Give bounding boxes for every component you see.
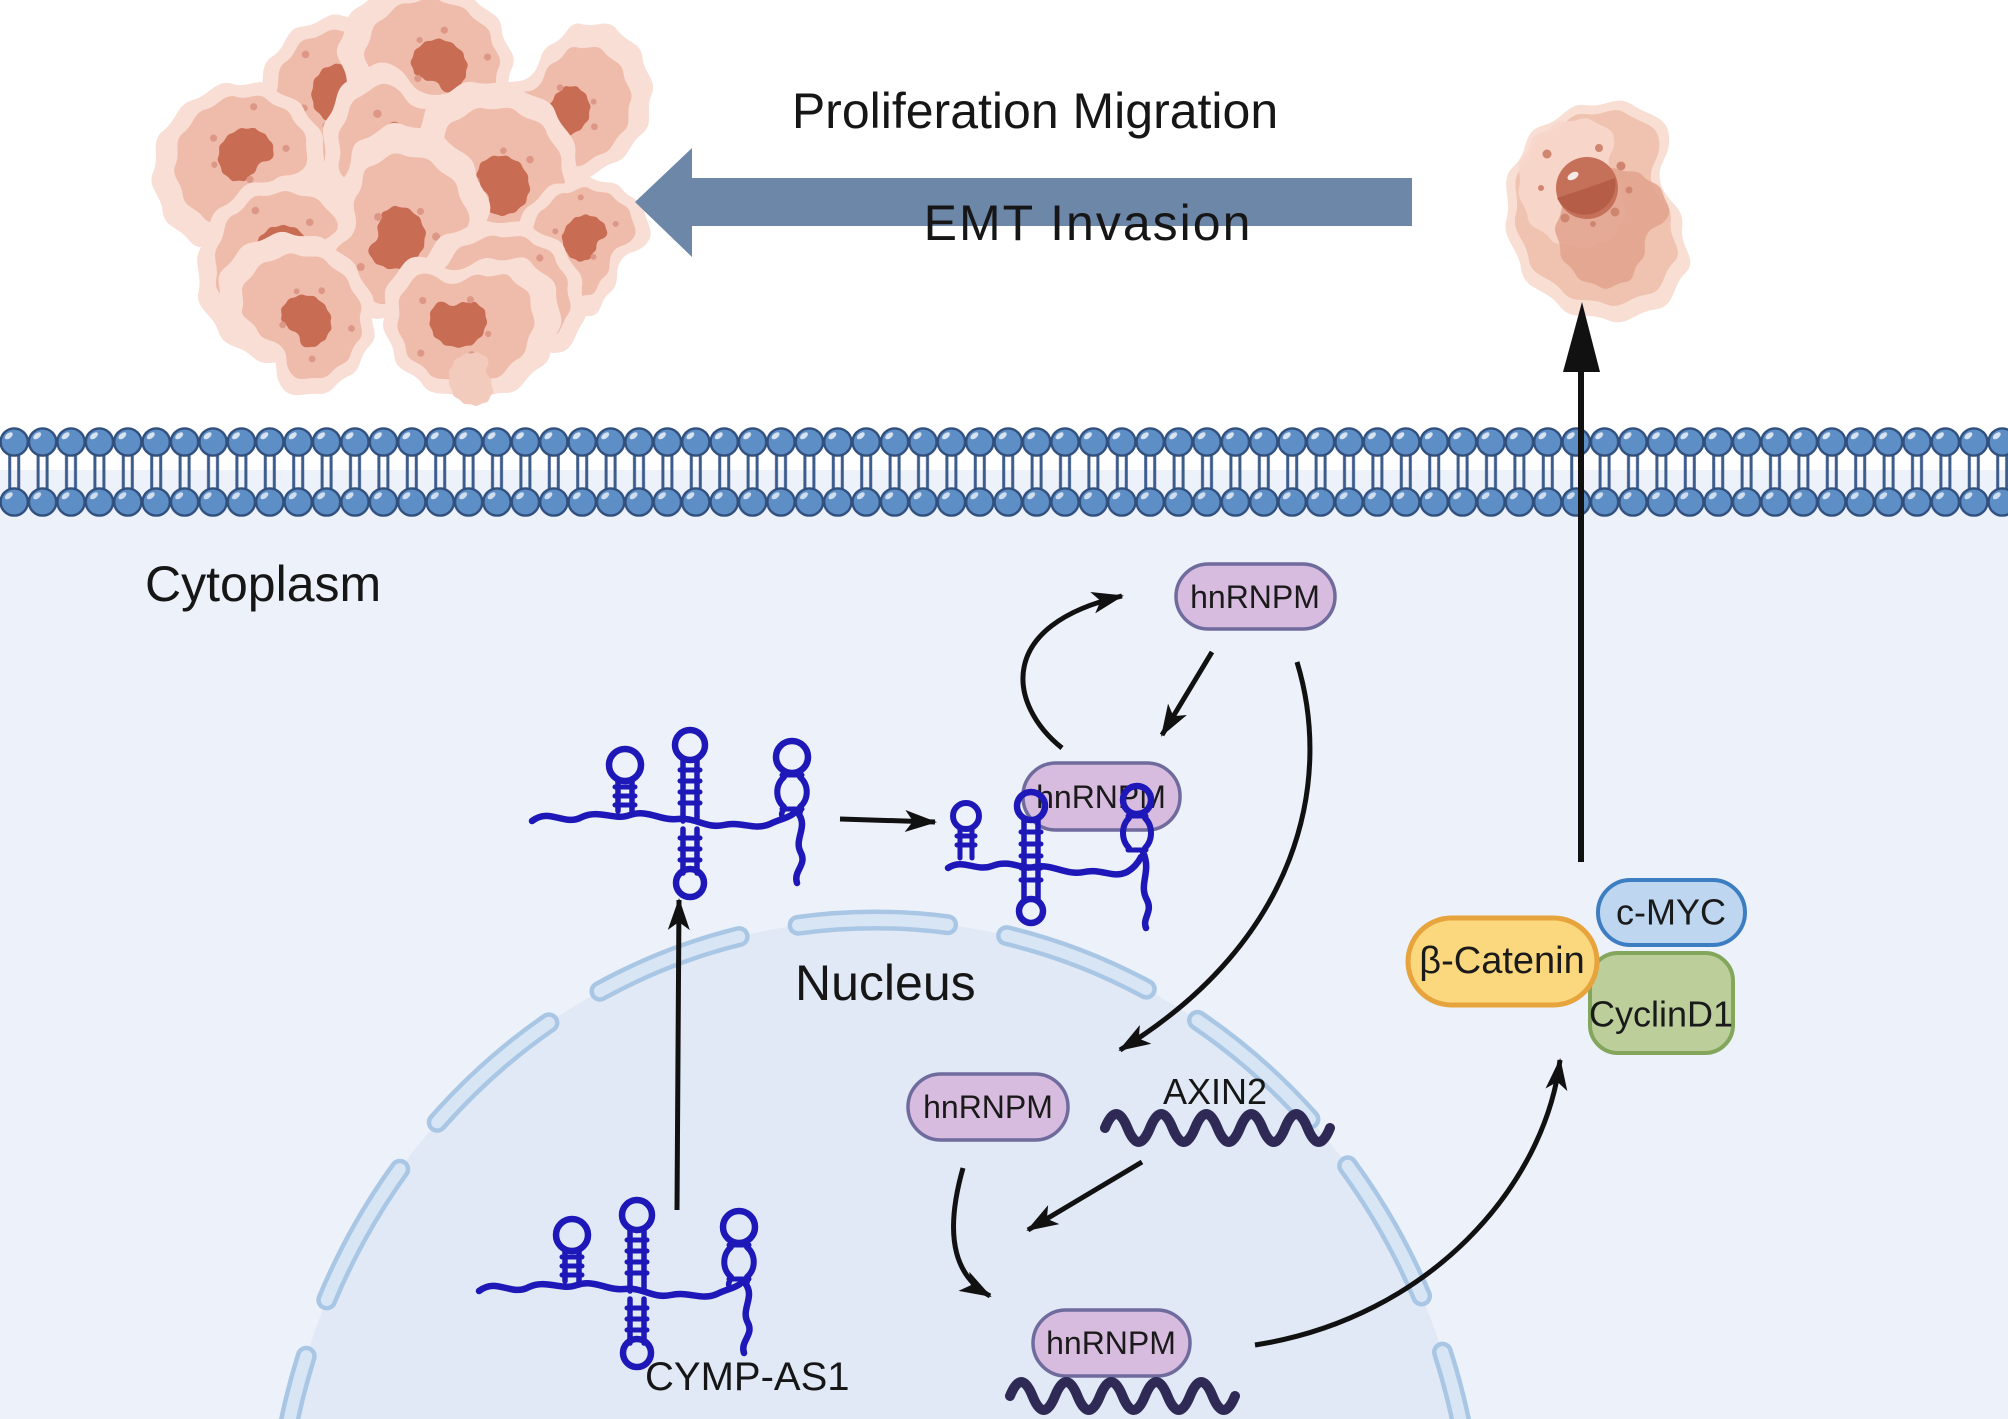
axin2-mrna-wave-bound <box>1005 1377 1240 1415</box>
hnrnpm-label-free: hnRNPM <box>1190 579 1320 615</box>
arrow-lncrna-export <box>667 898 690 1211</box>
hnrnpm-pill-free <box>1174 562 1337 631</box>
nucleus-region <box>279 909 1471 1419</box>
cytoplasm-label: Cytoplasm <box>145 556 381 612</box>
arrow-complex-to-betacatenin <box>1254 1058 1568 1348</box>
hnrnpm-label-nuclear: hnRNPM <box>923 1089 1053 1125</box>
arrow-hnrnpm-to-nucleus <box>1118 661 1313 1053</box>
process-arrow-top-label: Proliferation Migration <box>792 83 1278 139</box>
cancer-cell <box>1505 100 1691 323</box>
arrow-signal-to-membrane <box>1563 302 1600 862</box>
hnrnpm-label-axin2-bound: hnRNPM <box>1046 1325 1176 1361</box>
c-myc-pill <box>1596 878 1747 947</box>
beta-catenin-pill <box>1405 915 1600 1008</box>
axin2-mrna-wave <box>1100 1109 1335 1147</box>
process-arrow-bottom-label: EMT Invasion <box>924 195 1253 251</box>
lncrna-structure-bound <box>944 782 1155 932</box>
nucleus-label: Nucleus <box>795 955 976 1011</box>
beta-catenin-label: β-Catenin <box>1419 940 1585 982</box>
axin2-label: AXIN2 <box>1163 1071 1267 1112</box>
c-myc-label: c-MYC <box>1616 892 1726 933</box>
cyclin-d1-label: CyclinD1 <box>1589 994 1733 1035</box>
hnrnpm-pill-nuclear <box>906 1072 1070 1142</box>
cymp-as1-label: CYMP-AS1 <box>645 1355 850 1399</box>
hnrnpm-pill-axin2-bound <box>1031 1308 1192 1378</box>
arrow-axin2-to-complex <box>1026 1159 1144 1233</box>
process-arrow <box>635 148 1412 257</box>
plasma-membrane <box>0 427 2008 517</box>
cyclin-d1-pill <box>1588 951 1735 1055</box>
arrow-hnrnpm-shuttle-down <box>1159 650 1215 737</box>
arrow-lncrna-binding <box>839 810 937 833</box>
arrow-hnrnpm-to-complex <box>951 1167 992 1299</box>
arrow-hnrnpm-shuttle-up <box>1020 591 1124 750</box>
